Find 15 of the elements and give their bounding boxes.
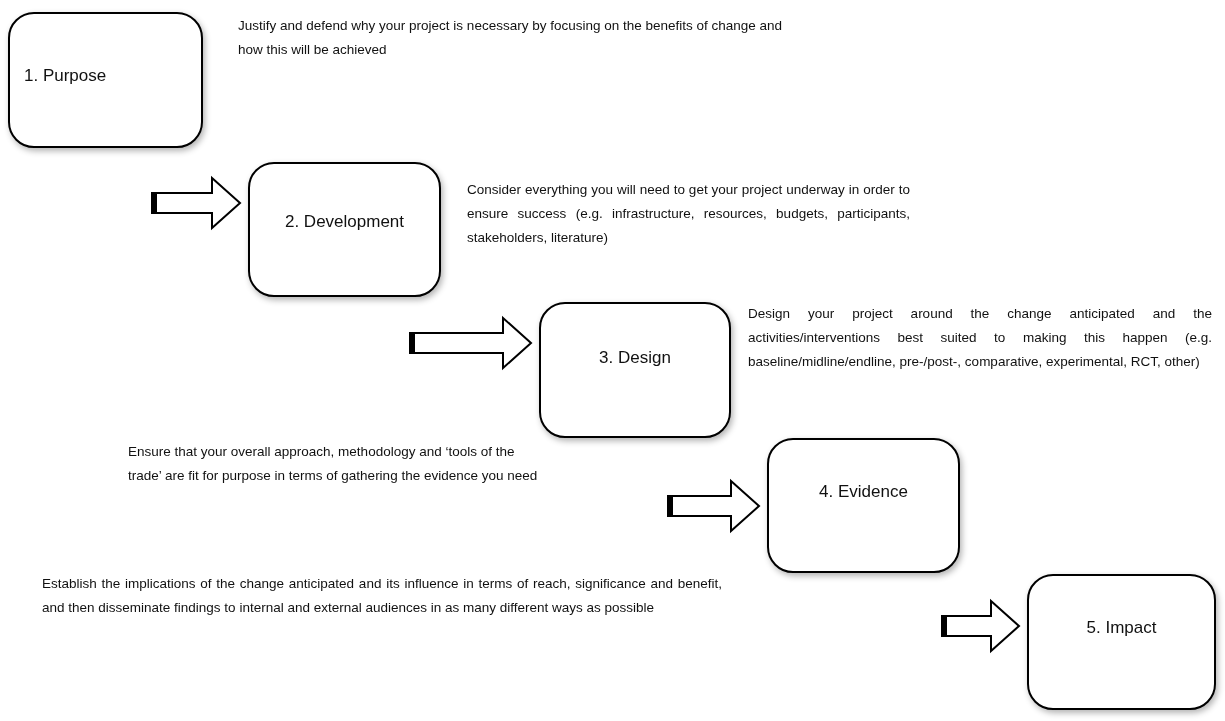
step-title: 3. Design bbox=[599, 348, 671, 368]
step-title: 4. Evidence bbox=[819, 482, 908, 502]
rounded-box bbox=[8, 12, 203, 148]
step-description: Design your project around the change anticipated and the activities/interventions best suited to making this happen (e.g. baseline/midline/endline, pre-/post-, comparative, experimental, RCT, other) bbox=[748, 305, 1212, 371]
step-title: 5. Impact bbox=[1086, 618, 1157, 638]
step-description: Ensure that your overall approach, methodology and ‘tools of the trade’ are fit for purpose in terms of gathering the evidence you need bbox=[128, 443, 539, 485]
step-description: Consider everything you will need to get your project underway in order to ensure success (e.g. infrastructure, resources, budgets, participants, stakeholders, literature) bbox=[467, 181, 910, 247]
step-description: Establish the implications of the change anticipated and its influence in terms of reach, significance and benefit, and then disseminate findings to internal and external audiences in as many different ways as possible bbox=[42, 575, 722, 617]
rounded-box bbox=[539, 302, 731, 438]
rounded-box bbox=[1027, 574, 1216, 710]
rounded-box bbox=[767, 438, 960, 573]
step-title: 1. Purpose bbox=[24, 66, 107, 86]
rounded-box bbox=[248, 162, 441, 297]
step-title: 2. Development bbox=[284, 212, 405, 232]
step-description: Justify and defend why your project is necessary by focusing on the benefits of change and how this will be achieved bbox=[238, 17, 783, 59]
